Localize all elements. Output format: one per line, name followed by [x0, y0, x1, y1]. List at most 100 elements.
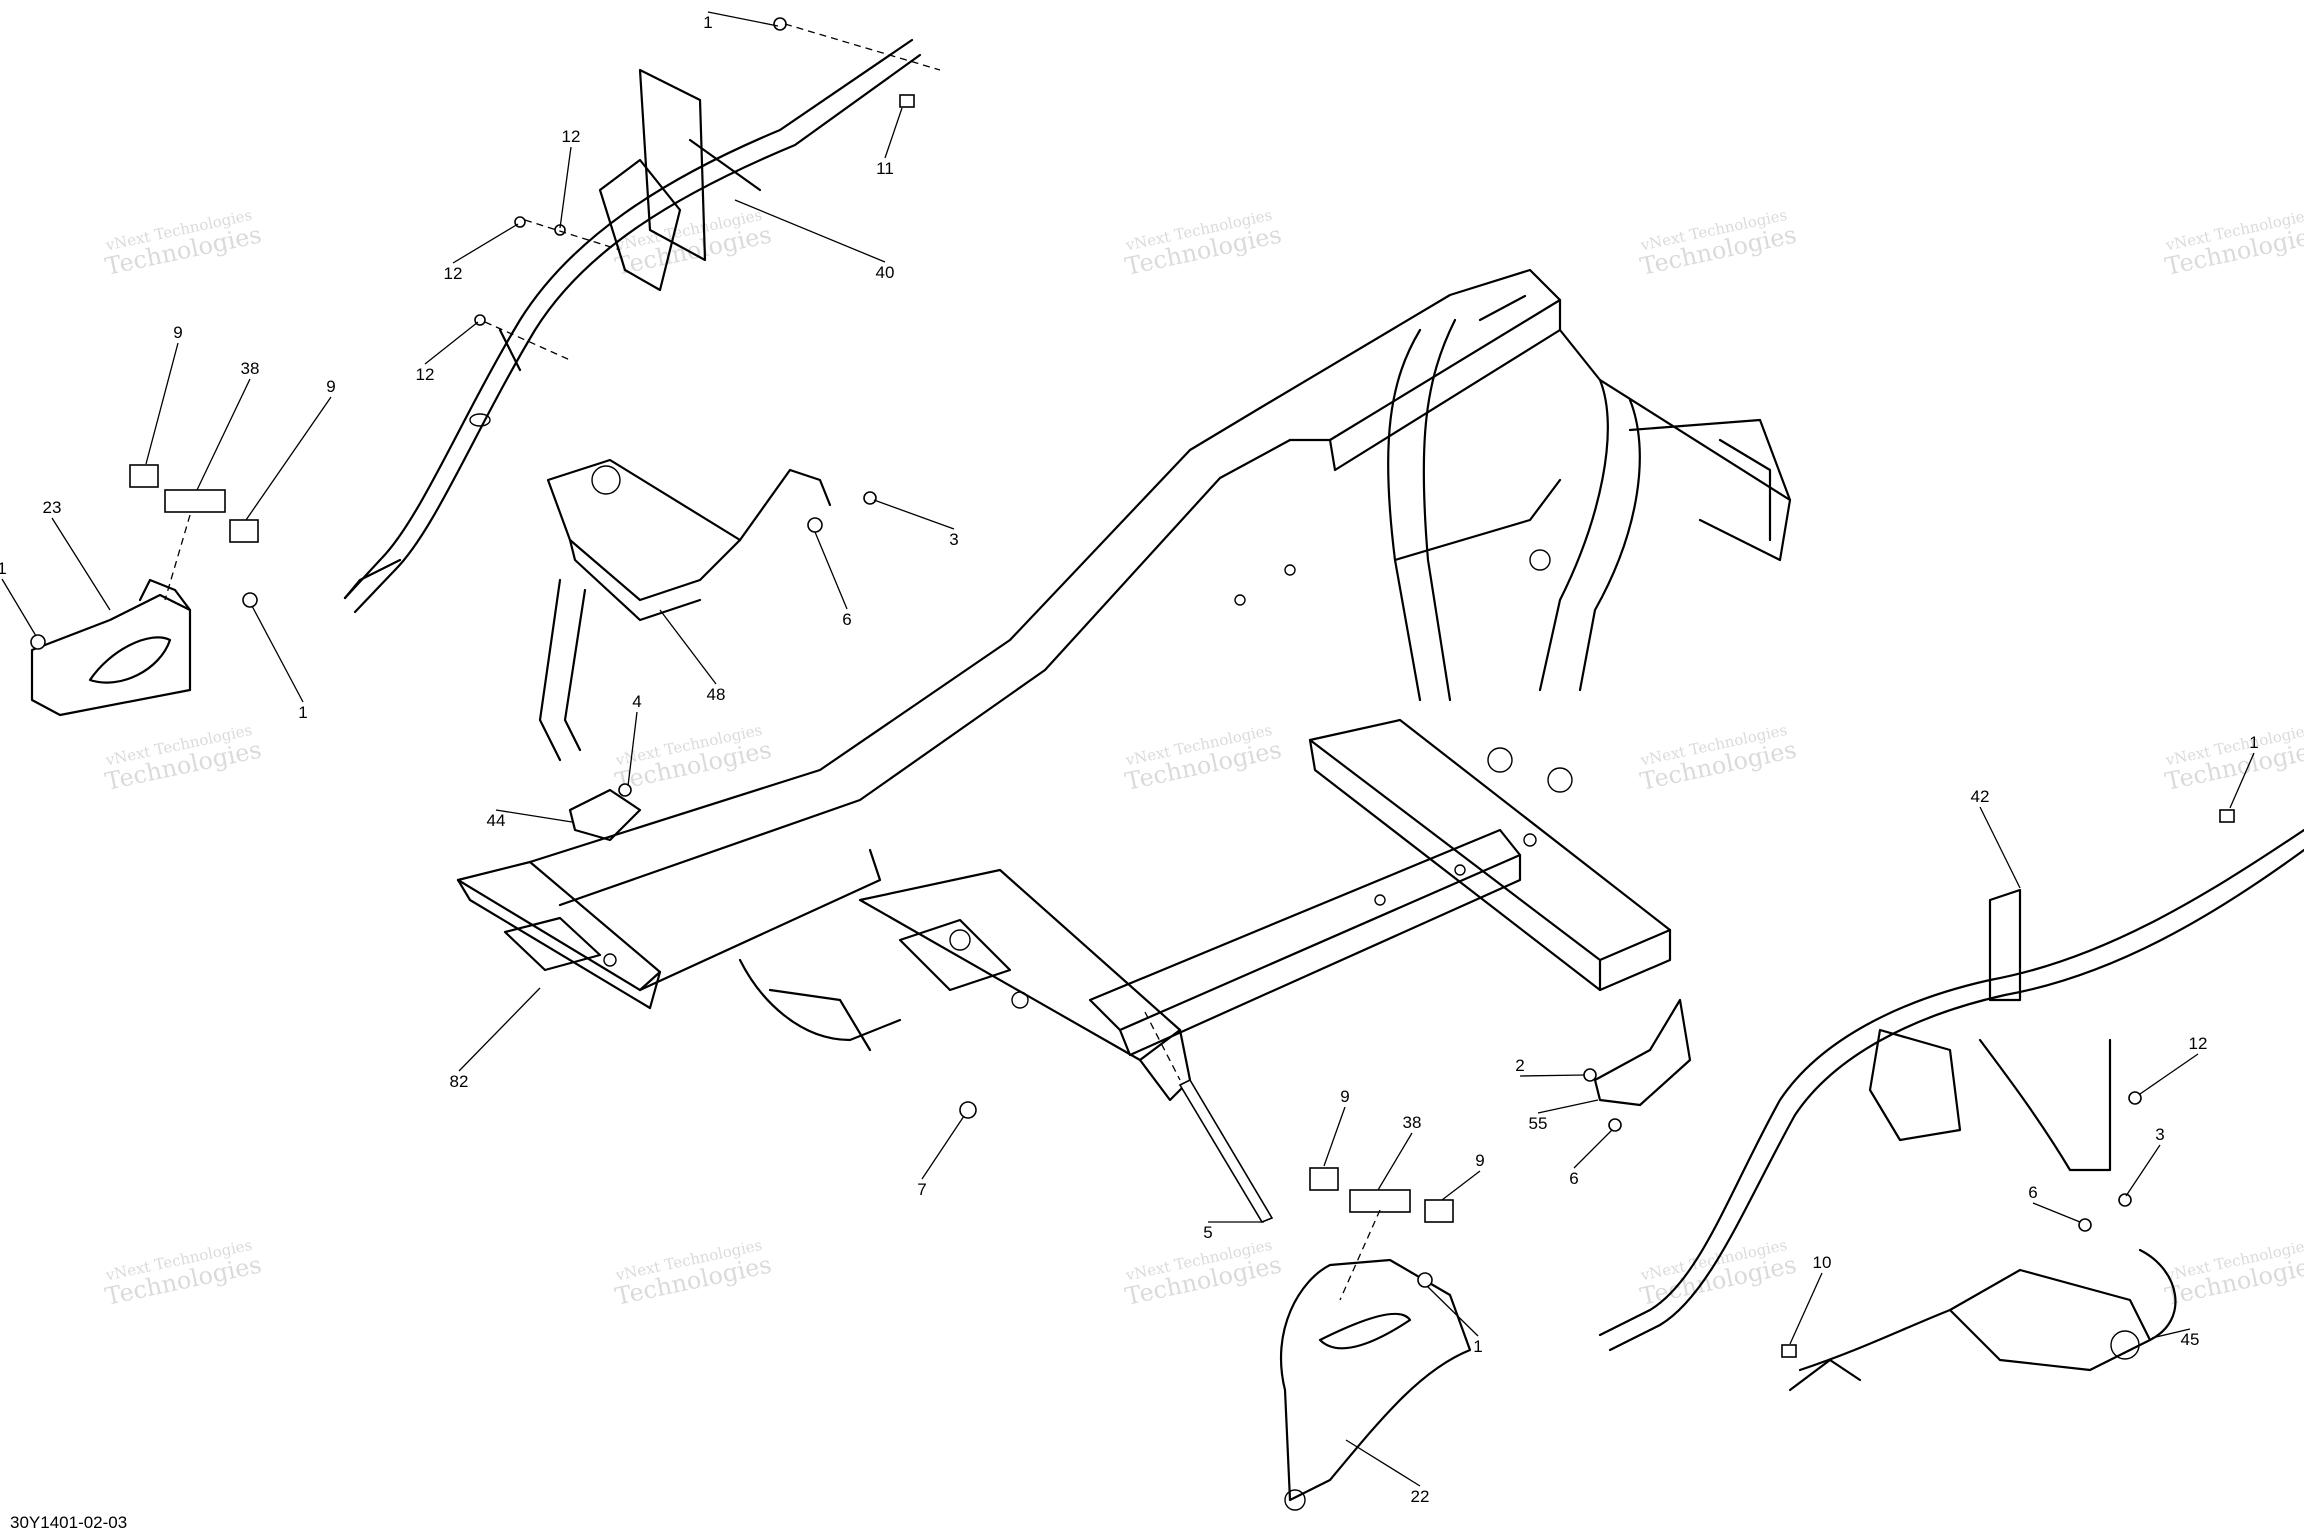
- callout-c12c: 12: [416, 365, 435, 384]
- clip-11-icon: [899, 94, 915, 108]
- nut-7-icon: [959, 1101, 977, 1119]
- leader-c12d: [2139, 1053, 2199, 1095]
- callout-c55: 55: [1529, 1114, 1548, 1133]
- leader-c1a: [707, 11, 779, 27]
- main-frame-82: [456, 268, 1792, 1102]
- nut-6c-icon: [2078, 1218, 2092, 1232]
- fasteners: [30, 17, 2235, 1358]
- callout-c7: 7: [917, 1180, 926, 1199]
- leader-c10: [1789, 1272, 1823, 1345]
- leader-c7: [921, 1115, 965, 1180]
- callout-c12a: 12: [562, 127, 581, 146]
- leader-c6a: [814, 531, 848, 610]
- leader-c1c: [251, 605, 304, 703]
- leader-c82: [458, 987, 541, 1072]
- leader-c9c: [1323, 1106, 1346, 1167]
- callout-c45: 45: [2181, 1330, 2200, 1349]
- bolt-2-icon: [1583, 1068, 1597, 1082]
- leader-c3a: [873, 499, 955, 530]
- callout-c9d: 9: [1475, 1151, 1484, 1170]
- leader-c9b: [245, 396, 332, 521]
- support-plate-45: [1788, 1248, 2177, 1392]
- leader-c44: [495, 809, 573, 823]
- leader-c12c: [424, 321, 479, 365]
- leader-c48: [659, 609, 717, 685]
- diagram-reference-code: 30Y1401-02-03: [10, 1513, 127, 1532]
- support-plate-48: [538, 458, 832, 762]
- callout-c6a: 6: [842, 610, 851, 629]
- clip-1e-icon: [2219, 809, 2235, 823]
- bolt-1b-icon: [30, 634, 46, 650]
- callout-c2: 2: [1515, 1056, 1524, 1075]
- leader-c22: [1345, 1439, 1421, 1487]
- callout-c38a: 38: [241, 359, 260, 378]
- callout-c10: 10: [1813, 1253, 1832, 1272]
- callout-c38b: 38: [1403, 1113, 1422, 1132]
- callout-c82: 82: [450, 1072, 469, 1091]
- leader-c4: [627, 711, 638, 787]
- callout-c1a: 1: [703, 13, 712, 32]
- callout-c42: 42: [1971, 787, 1990, 806]
- nut-12d-icon: [2128, 1091, 2142, 1105]
- clip-9c-icon: [1309, 1167, 1339, 1191]
- clip-9b-icon: [229, 519, 259, 543]
- leader-c55: [1537, 1099, 1599, 1114]
- callout-c6c: 6: [2028, 1183, 2037, 1202]
- leader-c12b: [452, 223, 519, 264]
- bracket-55: [1593, 998, 1692, 1107]
- callout-labels: 1121212114093892311364844482759389122255…: [0, 13, 2259, 1506]
- callout-c23: 23: [43, 498, 62, 517]
- leader-c38b: [1377, 1132, 1413, 1191]
- bolt-5-icon: [1178, 1078, 1274, 1223]
- upper-tube-assembly-40: [343, 38, 922, 614]
- leader-c6c: [2032, 1202, 2081, 1223]
- lower-tube-assembly-42: [1598, 828, 2304, 1352]
- bracket-22: [1280, 1258, 1472, 1511]
- nut-6a-icon: [807, 517, 823, 533]
- bracket-23: [30, 578, 192, 717]
- callout-c40: 40: [876, 263, 895, 282]
- leader-c9a: [145, 342, 179, 465]
- bolt-1d-icon: [1417, 1272, 1433, 1288]
- leader-c9d: [1441, 1170, 1481, 1201]
- leader-c45: [2151, 1328, 2191, 1339]
- assembly-lines: [164, 23, 1381, 1301]
- leader-c38a: [196, 378, 251, 491]
- clip-9a-icon: [129, 464, 159, 488]
- callout-c22: 22: [1411, 1487, 1430, 1506]
- nut-6b-icon: [1608, 1118, 1622, 1132]
- leader-c12a: [559, 146, 572, 229]
- callout-c3a: 3: [949, 530, 958, 549]
- callout-c11: 11: [876, 159, 894, 178]
- callout-c6b: 6: [1569, 1169, 1578, 1188]
- bolt-3b-icon: [2118, 1193, 2132, 1207]
- callout-c9b: 9: [326, 377, 335, 396]
- bracket-44: [568, 788, 642, 842]
- callout-c48: 48: [707, 685, 726, 704]
- leader-c1d: [1426, 1285, 1479, 1337]
- bolt-1a-icon: [773, 17, 787, 31]
- callout-c1b: 1: [0, 559, 7, 578]
- callout-c9c: 9: [1340, 1087, 1349, 1106]
- callout-c1e: 1: [2249, 733, 2258, 752]
- bolt-1c-icon: [242, 592, 258, 608]
- callout-c12d: 12: [2189, 1034, 2208, 1053]
- clip-10-icon: [1781, 1344, 1797, 1358]
- plate-38a-icon: [164, 489, 226, 513]
- callout-c3b: 3: [2155, 1125, 2164, 1144]
- callout-c44: 44: [487, 811, 506, 830]
- callout-c1d: 1: [1473, 1337, 1482, 1356]
- callout-c5: 5: [1203, 1223, 1212, 1242]
- plate-38b-icon: [1349, 1189, 1411, 1213]
